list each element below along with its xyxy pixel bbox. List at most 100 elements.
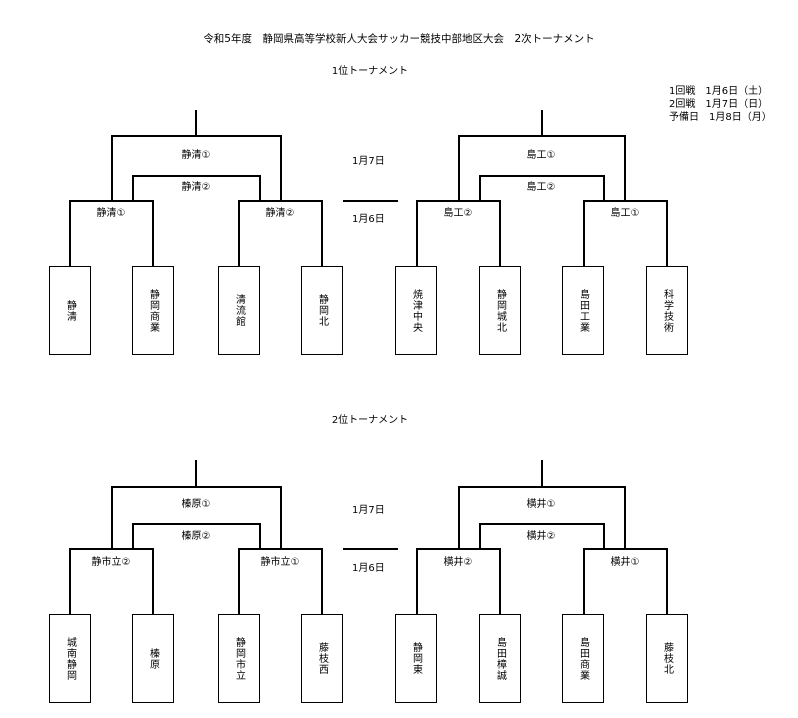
round1-winner-label: 横井② — [441, 557, 475, 569]
bracket-line — [458, 135, 460, 200]
round1-winner-label: 島工① — [608, 208, 642, 220]
bracket-line — [479, 175, 481, 200]
bracket-line — [238, 548, 322, 550]
round-divider-line — [343, 200, 398, 202]
round-divider-line — [343, 548, 398, 550]
bracket-line — [541, 460, 543, 486]
bracket-line — [69, 200, 71, 266]
round1-winner-label: 静市立② — [89, 557, 133, 569]
bracket-line — [69, 200, 153, 202]
bracket-heading: 1位トーナメント — [331, 66, 409, 77]
bracket-line — [132, 523, 134, 548]
team-name: 科学技術 — [661, 288, 673, 333]
team-box: 藤枝北 — [646, 614, 688, 703]
schedule-reserve: 予備日 1月8日（月） — [669, 112, 772, 123]
bracket-line — [111, 486, 281, 488]
bracket-line — [416, 548, 500, 550]
team-name: 藤枝北 — [661, 642, 673, 675]
team-name: 焼津中央 — [410, 288, 422, 333]
final-winner-label: 横井① — [524, 499, 558, 511]
bracket-line — [321, 200, 323, 266]
team-box: 榛原 — [132, 614, 174, 703]
bracket-line — [259, 175, 261, 200]
team-name: 島田商業 — [577, 636, 589, 681]
bracket-line — [458, 486, 625, 488]
team-name: 島田工業 — [577, 288, 589, 333]
bracket-line — [499, 548, 501, 614]
team-box: 城南静岡 — [49, 614, 91, 703]
bracket-line — [195, 460, 197, 486]
bracket-line — [195, 110, 197, 135]
bracket-line — [152, 548, 154, 614]
bracket-line — [458, 135, 625, 137]
bracket-line — [479, 523, 604, 525]
bracket-line — [111, 486, 113, 548]
round1-date: 1月6日 — [352, 214, 385, 225]
bracket-line — [111, 135, 113, 200]
team-box: 藤枝西 — [301, 614, 343, 703]
bracket-line — [238, 200, 322, 202]
team-box: 静清 — [49, 266, 91, 355]
bracket-line — [479, 175, 604, 177]
team-box: 静岡商業 — [132, 266, 174, 355]
round1-date: 1月6日 — [352, 563, 385, 574]
bracket-line — [259, 523, 261, 548]
bracket-line — [458, 486, 460, 548]
schedule-round1: 1回戦 1月6日（土） — [669, 86, 769, 97]
team-name: 静岡商業 — [147, 288, 159, 333]
team-name: 静岡北 — [316, 294, 328, 327]
inner-label: 横井② — [524, 531, 558, 543]
bracket-line — [152, 200, 154, 266]
team-name: 榛原 — [147, 647, 159, 670]
bracket-line — [69, 548, 71, 614]
bracket-heading: 2位トーナメント — [331, 415, 409, 426]
round1-winner-label: 島工② — [441, 208, 475, 220]
bracket-line — [499, 200, 501, 266]
final-winner-label: 静清① — [179, 150, 213, 162]
team-box: 静岡市立 — [218, 614, 260, 703]
bracket-line — [583, 548, 667, 550]
bracket-line — [280, 486, 282, 548]
bracket-line — [583, 200, 585, 266]
team-name: 藤枝西 — [316, 642, 328, 675]
team-name: 静岡城北 — [494, 288, 506, 333]
team-box: 静岡城北 — [479, 266, 521, 355]
inner-label: 島工② — [524, 182, 558, 194]
team-name: 静岡東 — [410, 642, 422, 675]
page-title: 令和5年度 静岡県高等学校新人大会サッカー競技中部地区大会 2次トーナメント — [203, 33, 595, 45]
bracket-line — [111, 135, 281, 137]
bracket-line — [132, 175, 260, 177]
team-box: 島田樟誠 — [479, 614, 521, 703]
bracket-line — [666, 200, 668, 266]
bracket-line — [132, 175, 134, 200]
final-winner-label: 島工① — [524, 150, 558, 162]
bracket-line — [479, 523, 481, 548]
team-name: 城南静岡 — [64, 636, 76, 681]
team-name: 清流館 — [233, 294, 245, 327]
bracket-line — [416, 200, 418, 266]
team-box: 島田工業 — [562, 266, 604, 355]
bracket-line — [238, 200, 240, 266]
bracket-line — [666, 548, 668, 614]
team-box: 静岡北 — [301, 266, 343, 355]
bracket-line — [238, 548, 240, 614]
bracket-line — [416, 200, 500, 202]
round1-winner-label: 横井① — [608, 557, 642, 569]
inner-label: 静清② — [179, 182, 213, 194]
bracket-line — [416, 548, 418, 614]
bracket-line — [583, 200, 667, 202]
team-box: 科学技術 — [646, 266, 688, 355]
round1-winner-label: 静市立① — [258, 557, 302, 569]
team-box: 清流館 — [218, 266, 260, 355]
schedule-round2: 2回戦 1月7日（日） — [669, 99, 769, 110]
bracket-line — [321, 548, 323, 614]
bracket-line — [69, 548, 153, 550]
final-winner-label: 榛原① — [179, 499, 213, 511]
round1-winner-label: 静清② — [263, 208, 297, 220]
schedule: 1回戦 1月6日（土） 2回戦 1月7日（日） 予備日 1月8日（月） — [669, 85, 772, 124]
bracket-line — [583, 548, 585, 614]
bracket-line — [603, 175, 605, 200]
team-box: 島田商業 — [562, 614, 604, 703]
team-box: 静岡東 — [395, 614, 437, 703]
bracket-line — [132, 523, 260, 525]
